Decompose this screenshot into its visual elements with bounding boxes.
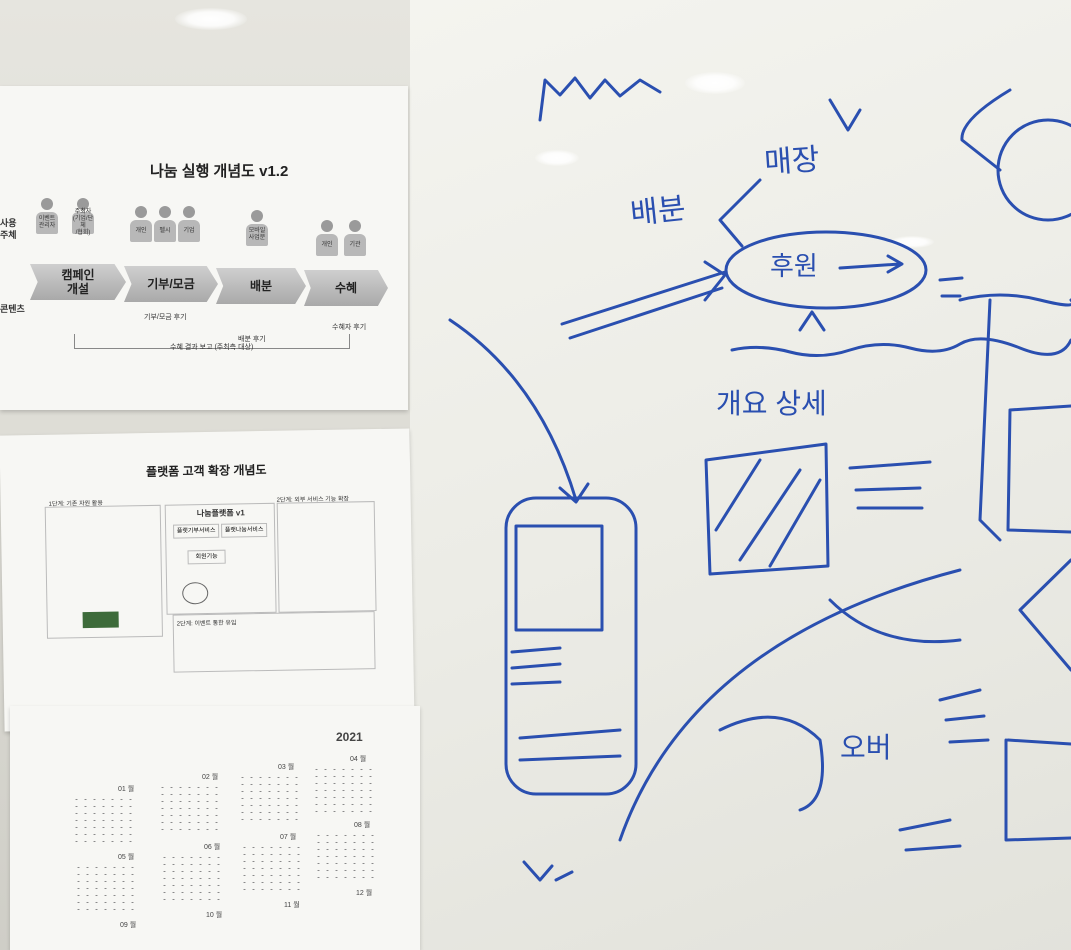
month-label: 06 월 [204,844,221,851]
person-icon: 개인 [316,220,338,256]
light-reflection [175,8,247,30]
month-label: 09 월 [120,922,137,929]
ink-text: 매장 [763,143,821,180]
month-label: 03 월 [278,764,295,771]
day-grid [314,832,378,878]
day-grid [312,766,376,816]
report-bracket [74,334,350,349]
person-icon: 주최자 (기업/단체 /협회) [72,198,94,236]
light-reflection [685,72,745,94]
ink-text: 개요 상세 [716,388,827,419]
side-label: 사용 [0,218,17,228]
person-icon: 개인 [130,206,152,242]
calendar-year: 2021 [336,730,363,744]
day-grid [240,844,304,890]
stage-chevron: 캠페인 개설 [30,264,126,300]
stage-chevron: 배분 [216,268,306,304]
bottom-note: 수혜 결과 보고 (주최측 대상) [170,344,254,351]
day-grid [160,854,224,900]
person-icon: 모바일 사업분 [246,210,268,246]
month-label: 08 월 [354,822,371,829]
person-icon: 기관 [344,220,366,256]
ink-text: 배분 [628,192,688,231]
person-icon: 펠시 [154,206,176,242]
day-grid [158,784,222,834]
day-grid [238,774,302,824]
light-reflection [535,150,579,166]
side-label: 주체 [0,230,17,240]
month-label: 05 월 [118,854,135,861]
month-label: 02 월 [202,774,219,781]
footer-item: 수혜자 후기 [332,324,367,331]
month-label: 11 월 [284,902,300,909]
month-label: 12 월 [356,890,373,897]
poster-title: 나눔 실행 개념도 v1.2 [150,163,289,180]
month-label: 04 월 [350,756,367,763]
ink-text: 오버 [840,732,892,763]
whiteboard [410,0,1071,950]
footer-item: 기부/모금 후기 [144,314,187,321]
stage-chevron: 기부/모금 [124,266,218,302]
person-icon: 기업 [178,206,200,242]
side-label: 콘텐츠 [0,304,25,314]
ink-text: 후원 [770,251,818,281]
day-grid [74,864,138,910]
calendar-2021: 2021 01 월 02 월 03 월 04 월 05 월 06 월 07 월 … [10,706,420,950]
footer-item: 배분 후기 [238,336,266,343]
poster-concept-diagram: 나눔 실행 개념도 v1.2 사용 주체 콘텐츠 이벤트 관리자 주최자 (기업… [0,86,408,410]
stage-chevron: 수혜 [304,270,388,306]
month-label: 10 월 [206,912,223,919]
person-icon: 이벤트 관리자 [36,198,58,234]
day-grid [72,796,136,846]
month-label: 07 월 [280,834,297,841]
month-label: 01 월 [118,786,135,793]
